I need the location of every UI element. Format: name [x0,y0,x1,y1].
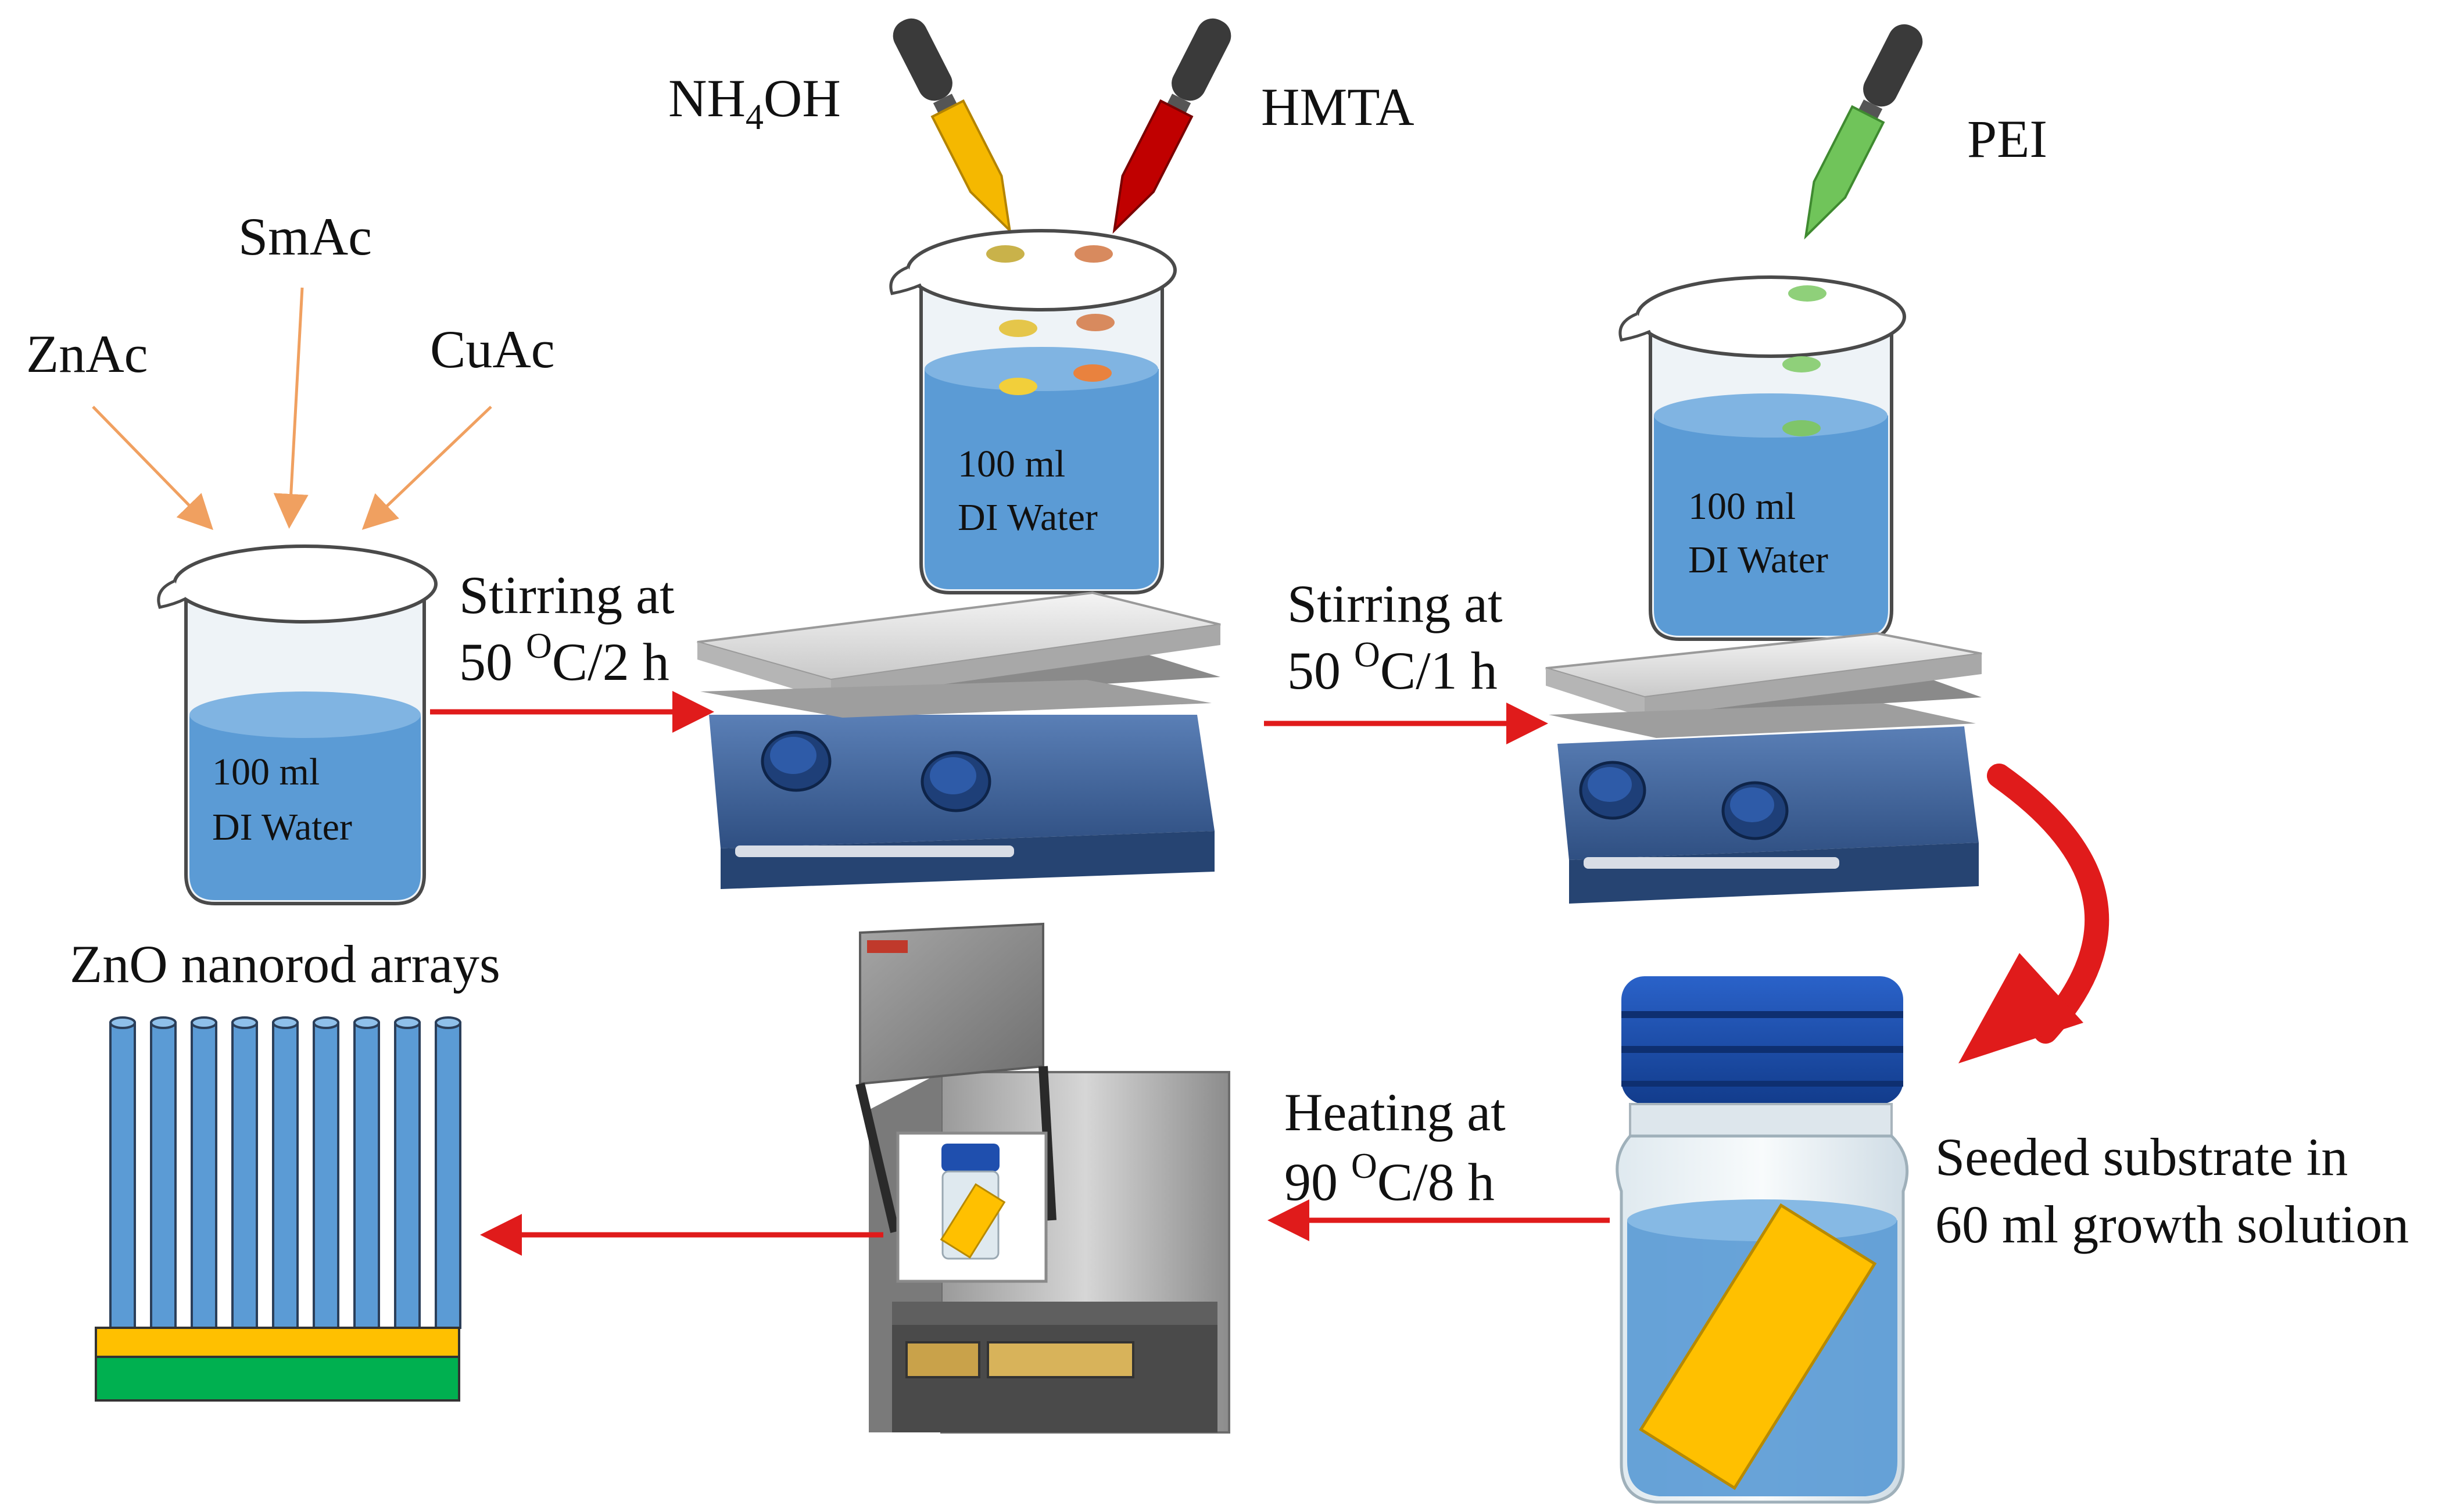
nanorod-cap [150,1016,177,1029]
beaker-3-solvent: DI Water [1688,539,1828,581]
beaker-3: 100 ml DI Water [1618,275,1906,641]
hot-plate-stirrer-2 [1545,632,1982,904]
growth-bottle [1616,976,1909,1504]
beaker-1-solvent: DI Water [212,806,352,848]
hmta-label: HMTA [1261,77,1414,137]
nanorod [394,1022,421,1329]
seed-layer [95,1327,460,1358]
heat-line2: 90 OC/8 h [1284,1146,1495,1212]
nh4oh-dropper [893,18,1012,234]
furnace [855,922,1230,1434]
nanorod-cap [231,1016,258,1029]
nanorod-cap [353,1016,380,1029]
znac-label: ZnAc [26,324,148,384]
nanorod-cap [109,1016,136,1029]
nanorod-array [109,1016,461,1329]
seeded-line2: 60 ml growth solution [1935,1195,2409,1254]
nanorod [191,1022,217,1329]
beaker-1: 100 ml DI Water [157,544,438,905]
curved-transfer-arrow [1958,764,2110,1063]
nanorod [313,1022,339,1329]
nanorod-cap [394,1016,421,1029]
nanorods-label: ZnO nanorod arrays [70,934,500,994]
nanorod-cap [435,1016,461,1029]
nanorod-cap [191,1016,217,1029]
nanorod [109,1022,136,1329]
substrate-layer [95,1356,460,1402]
beaker-2-solvent: DI Water [958,496,1098,539]
nanorod-cap [272,1016,299,1029]
pei-label: PEI [1967,109,2047,169]
stir2-line2: 50 OC/1 h [1287,635,1498,700]
beaker-1-volume: 100 ml [212,751,320,793]
beaker-2-volume: 100 ml [958,443,1065,485]
cuac-label: CuAc [430,320,555,379]
stir1-line2: 50 OC/2 h [459,626,669,691]
hot-plate-stirrer-1 [697,591,1221,889]
hmta-dropper [1112,18,1231,234]
nanorod [150,1022,177,1329]
seeded-line1: Seeded substrate in [1935,1127,2348,1187]
nanorod [272,1022,299,1329]
nanorod [231,1022,258,1329]
nh4oh-label: NH4OH [668,69,841,137]
stir1-line1: Stirring at [459,565,675,625]
beaker-3-volume: 100 ml [1688,485,1796,528]
beaker-2: 100 ml DI Water [889,229,1177,594]
nanorod [435,1022,461,1329]
nanorod [353,1022,380,1329]
pei-dropper [1804,24,1923,240]
smac-label: SmAc [238,207,372,266]
stir2-line1: Stirring at [1287,574,1503,633]
reagent-arrows [92,287,492,531]
heat-line1: Heating at [1284,1083,1506,1142]
nanorod-cap [313,1016,339,1029]
